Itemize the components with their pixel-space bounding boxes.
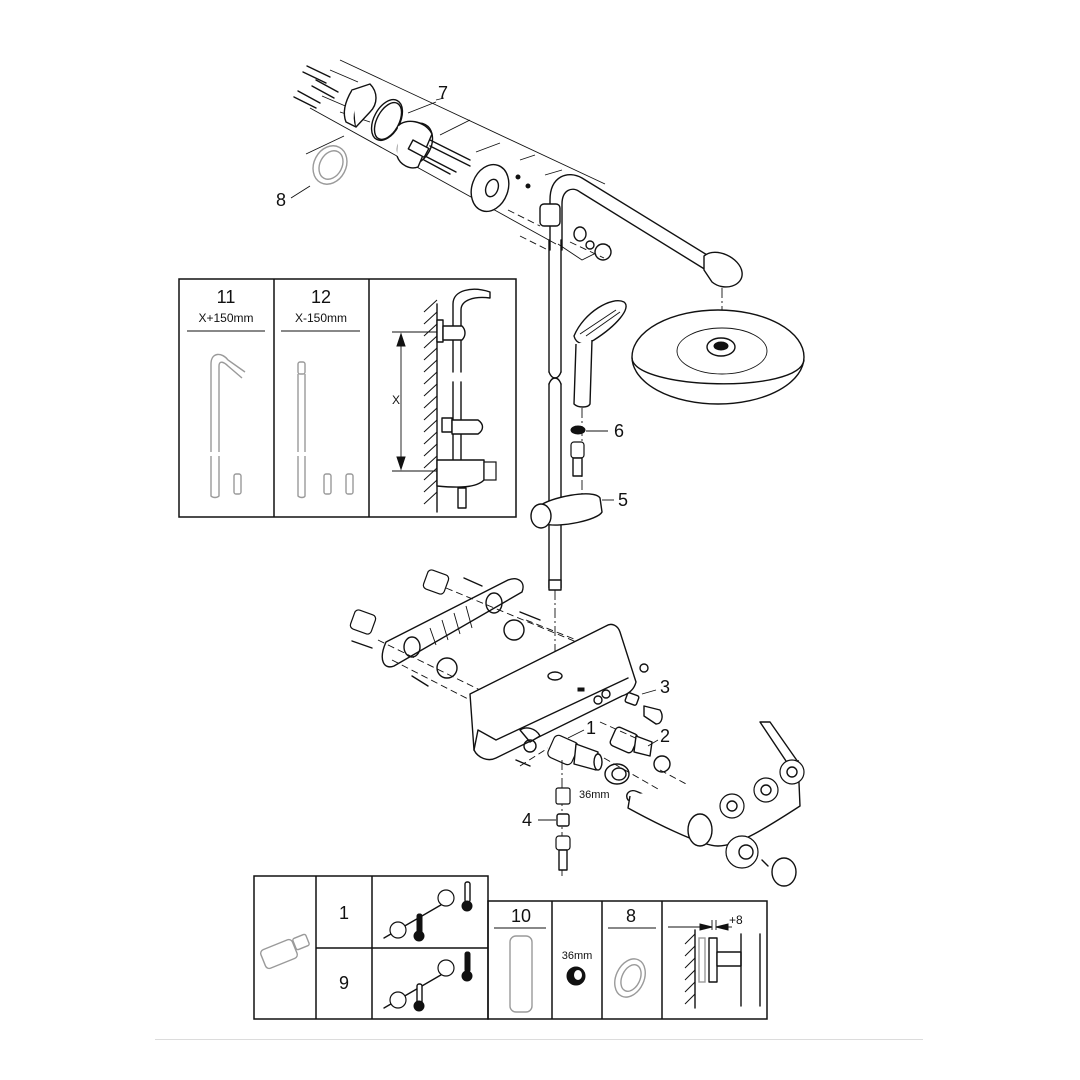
connection-row-b <box>383 951 473 1012</box>
callout-8: 8 <box>276 190 286 210</box>
wall-hatch <box>423 299 438 505</box>
mixer-body <box>626 721 805 887</box>
inset-col-12-number: 12 <box>311 287 331 307</box>
callout-labels: 7 8 6 5 3 1 2 4 36mm <box>276 83 670 830</box>
nut-size-label: 36mm <box>579 789 610 801</box>
reverse-connector-icon <box>259 933 310 970</box>
nut-size-label-table: 36mm <box>562 950 593 962</box>
hand-shower <box>530 300 627 529</box>
escutcheon-ring-8 <box>312 145 348 185</box>
wall-bracket-group <box>290 59 611 261</box>
connection-row-a <box>383 881 473 942</box>
head-shower <box>631 309 805 405</box>
inset-col-11-dimension: X+150mm <box>198 311 253 325</box>
height-dimension-label: X <box>392 393 400 407</box>
reverse-row-b-label: 9 <box>339 973 349 993</box>
callout-5: 5 <box>618 490 628 510</box>
shower-rail <box>507 173 743 665</box>
callout-3: 3 <box>660 677 670 697</box>
mixer-shelf <box>349 569 637 761</box>
callout-4: 4 <box>522 810 532 830</box>
offset-label: +8 <box>729 913 743 927</box>
inset-col-11-number: 11 <box>217 287 236 307</box>
footer-divider <box>155 1039 923 1040</box>
inset-length-table: 11 X+150mm 12 X-150mm <box>178 278 517 518</box>
offset-detail: +8 <box>668 913 761 1009</box>
callout-7: 7 <box>438 83 448 103</box>
reverse-row-a-label: 1 <box>339 903 349 923</box>
accessories-table: 1 9 10 36mm <box>253 875 768 1020</box>
cartridges <box>515 663 717 876</box>
tool-number: 10 <box>511 906 531 926</box>
callout-1: 1 <box>586 718 596 738</box>
wall-anchors <box>293 65 339 109</box>
callout-2: 2 <box>660 726 670 746</box>
callout-6: 6 <box>614 421 624 441</box>
ring-number: 8 <box>626 906 636 926</box>
inset-col-12-dimension: X-150mm <box>295 311 347 325</box>
inlet-connectors <box>349 569 525 679</box>
socket-tool-icon <box>509 935 533 1013</box>
